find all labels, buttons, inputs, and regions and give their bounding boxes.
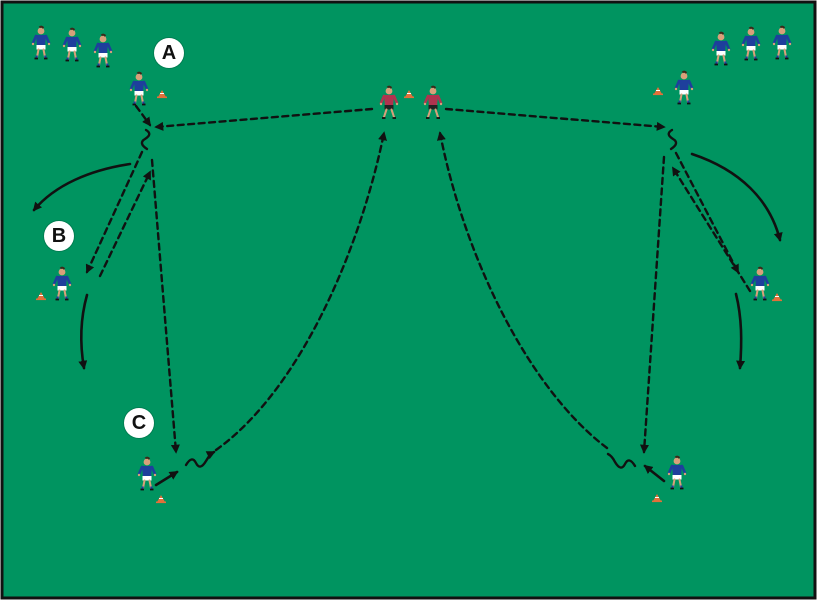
run-arrow	[734, 292, 746, 370]
pass-arrow	[639, 155, 666, 454]
dribble-path	[140, 128, 151, 151]
dribble-path	[184, 450, 216, 468]
pass-arrow	[98, 170, 152, 278]
run-arrow	[32, 162, 132, 212]
marker-a: A	[154, 38, 184, 68]
pass-arrow	[154, 107, 374, 131]
short-arrow	[134, 104, 152, 127]
dribble-path	[667, 128, 678, 151]
marker-b: B	[44, 221, 74, 251]
short-arrow	[154, 470, 179, 487]
short-arrow	[643, 464, 666, 483]
pass-arrow	[671, 166, 752, 293]
pass-arrow	[674, 151, 740, 274]
pass-arrow	[150, 158, 180, 454]
pass-arrow	[444, 107, 666, 131]
dribble-path	[606, 452, 637, 469]
movement-arrows	[32, 104, 783, 487]
marker-c: C	[124, 408, 154, 438]
pass-arrow	[214, 131, 387, 452]
pass-arrow	[436, 131, 609, 450]
pass-arrow	[85, 150, 144, 274]
run-arrow	[78, 293, 89, 370]
run-arrow	[690, 152, 783, 242]
